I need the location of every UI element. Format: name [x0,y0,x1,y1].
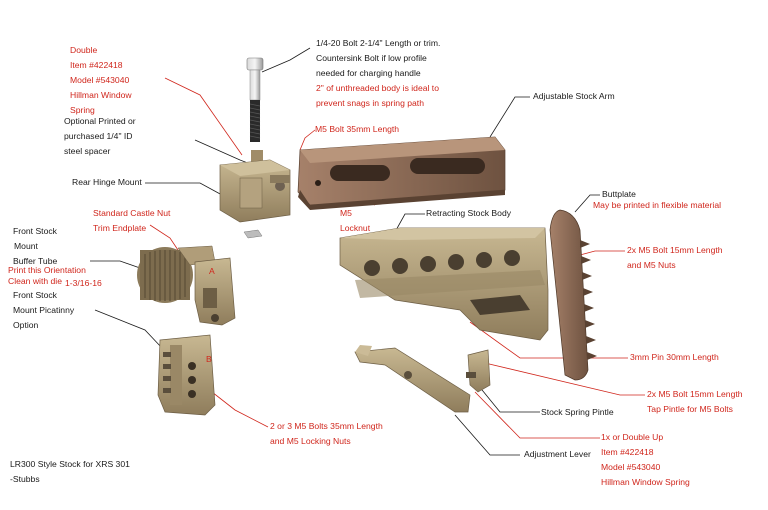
label-footer: LR300 Style Stock for XRS 301 -Stubbs [10,457,130,487]
label-buttplate-bolts: 2x M5 Bolt 15mm Length and M5 Nuts [627,243,723,273]
bolt-1-4-20 [246,57,264,142]
label-die-size: 1-3/16-16 [65,278,102,288]
label-print-orientation: Print this Orientation Clean with die [8,265,86,287]
buttplate [549,209,597,381]
leader-buffer-tube [90,260,141,269]
leader-buttplate [574,194,600,213]
label-bolt-note: 2" of unthreaded body is ideal to preven… [316,81,439,111]
leader-bolt [261,47,311,73]
print-orientation-line-2: Clean with die [8,276,62,286]
footer-line-2: -Stubbs [10,474,40,484]
leader-retracting-body [394,213,425,233]
label-retracting-body: Retracting Stock Body [426,208,512,218]
label-adj-lever: Adjustment Lever [524,449,591,459]
label-spring-double: 1x or Double Up Item #422418 Model #5430… [601,430,690,490]
leader-double-spring [164,77,243,156]
label-pin: 3mm Pin 30mm Length [630,352,719,362]
retracting-stock-body [339,227,549,341]
spring-double-line-1: 1x or Double Up [601,432,664,442]
spring-double-line-3: Model #543040 [601,462,661,472]
buffer-tube-castle-nut [137,245,216,303]
spacer-line-1: Optional Printed or [64,116,136,126]
leader-castle-nut [149,224,179,251]
double-spring-line-3: Model #543040 [70,75,130,85]
footer-line-1: LR300 Style Stock for XRS 301 [10,459,130,469]
front-picatinny-line-1: Front Stock [13,290,57,300]
double-spring-line-1: Double [70,45,98,55]
leader-m5-bolt [299,129,316,151]
label-double-spring: Double Item #422418 Model #543040 Hillma… [70,43,132,118]
leader-spring-pintle [477,384,540,413]
adjustable-stock-arm [297,136,506,210]
label-spacer: Optional Printed or purchased 1/4" ID st… [64,114,136,159]
locking-nuts-line-1: 2 or 3 M5 Bolts 35mm Length [270,421,383,431]
label-m5-locknut: M5 Locknut [340,206,370,236]
castle-nut-line-2: Trim Endplate [93,223,147,233]
leader-rear-hinge [145,182,223,196]
buttplate-bolts-line-1: 2x M5 Bolt 15mm Length [627,245,723,255]
m5-locknut-line-1: M5 [340,208,352,218]
stock-spring-pintle [466,349,491,393]
leader-pintle-bolts [484,362,645,396]
label-castle-nut: Standard Castle Nut Trim Endplate [93,206,170,236]
double-spring-line-5: Spring [70,105,95,115]
buttplate-bolts-line-2: and M5 Nuts [627,260,676,270]
label-m5-bolt: M5 Bolt 35mm Length [315,124,400,134]
rear-hinge-mount [219,150,291,239]
double-spring-line-4: Hillman Window [70,90,132,100]
bolt-note-line-2: prevent snags in spring path [316,98,424,108]
front-stock-mount-a [194,257,236,326]
front-picatinny-line-3: Option [13,320,39,330]
leader-lines [90,47,645,456]
label-part-a: A [209,266,215,276]
bolt-note-line-1: 2" of unthreaded body is ideal to [316,83,439,93]
label-rear-hinge: Rear Hinge Mount [72,177,142,187]
spacer-line-2: purchased 1/4" ID [64,131,133,141]
double-spring-line-2: Item #422418 [70,60,123,70]
leader-picatinny [94,309,163,349]
front-stock-mount-b [157,334,216,416]
castle-nut-line-1: Standard Castle Nut [93,208,171,218]
bolt-desc-line-3: needed for charging handle [316,68,421,78]
leader-adj-arm [489,96,530,138]
leader-locking-nuts [211,391,269,428]
label-buffer-tube: Buffer Tube [13,256,58,266]
label-part-b: B [206,354,212,364]
front-stock-mount-line-2: Mount [14,241,38,251]
label-bolt-desc: 1/4-20 Bolt 2-1/4" Length or trim. Count… [316,36,440,81]
label-locking-nuts: 2 or 3 M5 Bolts 35mm Length and M5 Locki… [270,419,383,449]
label-pintle-bolts: 2x M5 Bolt 15mm Length Tap Pintle for M5… [647,387,743,417]
label-buttplate: Buttplate [602,189,636,199]
spacer-line-3: steel spacer [64,146,111,156]
leader-buttplate-bolts [579,250,625,256]
label-front-stock-mount: Front Stock Mount [13,224,57,254]
label-adj-arm: Adjustable Stock Arm [533,91,615,101]
label-buttplate-note: May be printed in flexible material [593,200,722,210]
bolt-desc-line-2: Countersink Bolt if low profile [316,53,427,63]
leader-adj-lever [454,414,520,456]
print-orientation-line-1: Print this Orientation [8,265,86,275]
pintle-bolts-line-1: 2x M5 Bolt 15mm Length [647,389,743,399]
spring-double-line-2: Item #422418 [601,447,654,457]
adjustment-lever [354,345,471,413]
front-stock-mount-line-1: Front Stock [13,226,57,236]
label-front-picatinny: Front Stock Mount Picatinny Option [13,288,74,333]
front-picatinny-line-2: Mount Picatinny [13,305,75,315]
bolt-desc-line-1: 1/4-20 Bolt 2-1/4" Length or trim. [316,38,441,48]
locking-nuts-line-2: and M5 Locking Nuts [270,436,351,446]
pintle-bolts-line-2: Tap Pintle for M5 Bolts [647,404,733,414]
spring-double-line-4: Hillman Window Spring [601,477,690,487]
leader-spring-double [474,391,600,439]
label-spring-pintle: Stock Spring Pintle [541,407,614,417]
m5-locknut-line-2: Locknut [340,223,371,233]
leader-spacer [194,139,254,166]
